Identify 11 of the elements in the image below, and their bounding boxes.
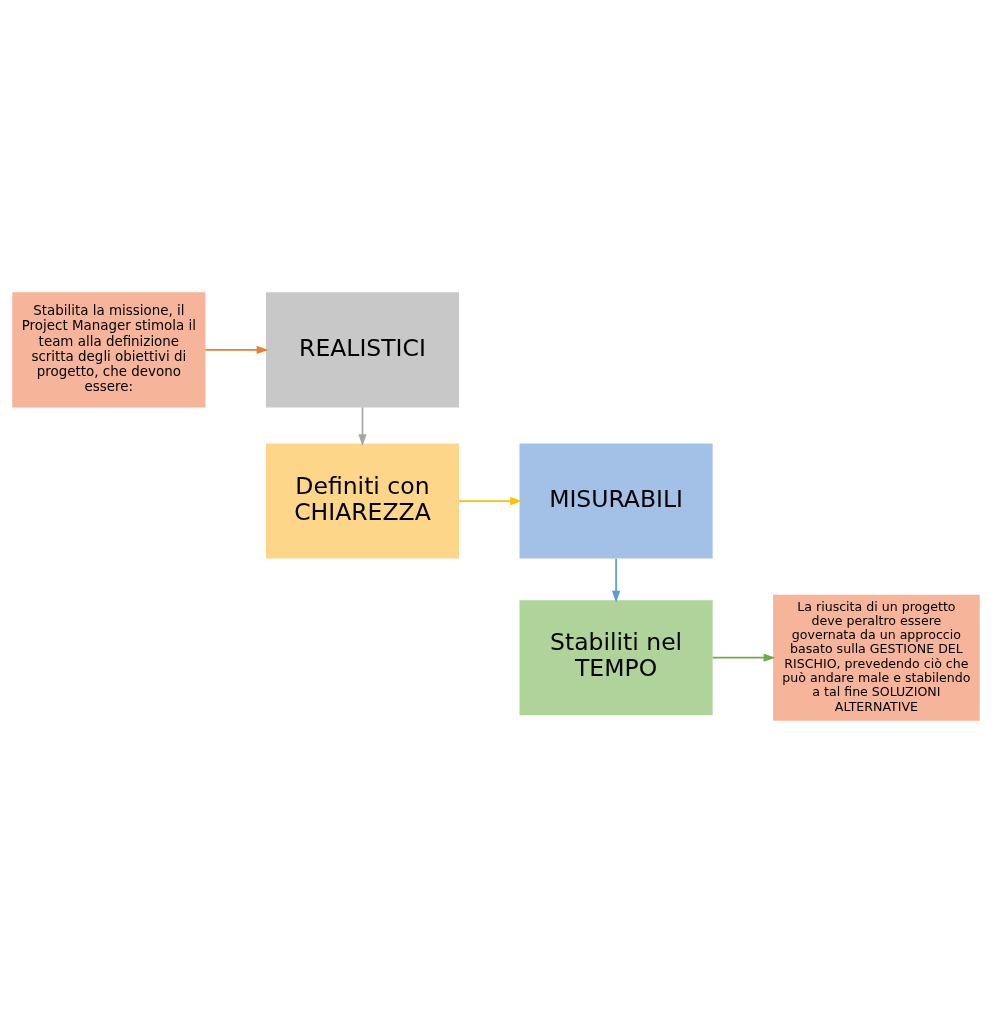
arrow: [458, 496, 523, 506]
node-box: MISURABILI: [519, 443, 713, 559]
node-box: Definiti con CHIAREZZA: [265, 443, 460, 559]
arrow: [711, 653, 776, 662]
arrow: [611, 557, 621, 603]
node-box: REALISTICI: [265, 292, 460, 408]
node-box: Stabilita la missione, il Project Manager stimola il team alla definizione scritta degli obiettivi di progetto, che devono essere:: [12, 292, 206, 408]
node-box: Stabiliti nel TEMPO: [519, 600, 713, 716]
arrow: [358, 406, 367, 447]
arrow: [204, 345, 269, 354]
node-box: La riuscita di un progetto deve peraltro essere governata da un approccio basato sulla GESTIONE DEL RISCHIO, prevedendo ciò che può andare male e stabilendo a tal fine SOLUZIONI ALTERNATIVE: [773, 594, 980, 721]
